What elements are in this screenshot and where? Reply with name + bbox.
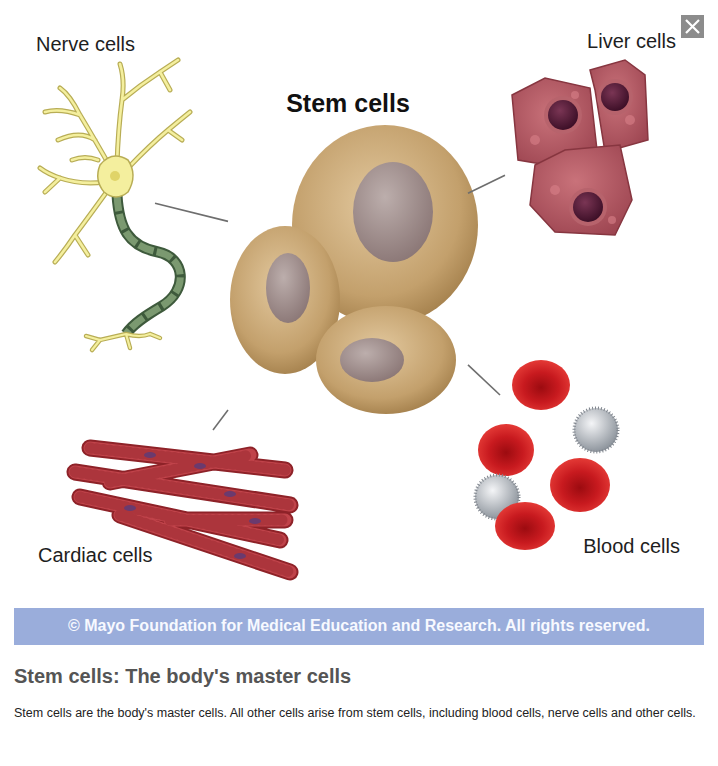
cell-label: Liver cells	[587, 30, 676, 53]
cardiac-cell-drawing-part	[224, 491, 236, 497]
nerve-cell-drawing-part	[110, 171, 120, 181]
blood-cell-group: Blood cells	[495, 395, 685, 565]
leader-line	[468, 175, 505, 193]
leader-line	[155, 203, 228, 221]
nerve-cell-drawing-part	[40, 60, 190, 262]
liver-cell-drawing	[512, 60, 648, 235]
nerve-cell-drawing-part	[117, 195, 180, 334]
cell-label: Nerve cells	[36, 33, 135, 56]
close-icon	[681, 15, 704, 38]
liver-cell-drawing-part	[608, 216, 616, 224]
nerve-cell-drawing-part	[86, 334, 160, 350]
liver-cell-drawing-part	[571, 91, 579, 99]
leader-line	[213, 410, 228, 430]
blood-cell-drawing-part	[574, 408, 618, 452]
nerve-cell-drawing-part	[98, 156, 133, 197]
stem-cell-cluster: Stem cells	[228, 88, 468, 415]
blood-cell-drawing	[475, 360, 618, 550]
liver-cell-drawing-part	[590, 60, 648, 152]
nerve-cell-drawing	[40, 60, 190, 350]
nerve-cell-drawing-part	[40, 60, 190, 262]
stem-cell-drawing-part	[353, 162, 433, 262]
nerve-cell-drawing-part	[86, 334, 160, 350]
liver-cell-group: Liver cells	[505, 28, 685, 235]
liver-cell-drawing-part	[573, 192, 603, 222]
leader-line	[468, 365, 500, 395]
cardiac-cell-drawing-part	[194, 463, 206, 469]
cardiac-cell-drawing-part	[144, 452, 156, 458]
figure-caption: Stem cells are the body's master cells. …	[14, 703, 704, 723]
liver-cell-drawing-part	[530, 145, 632, 235]
liver-cell-drawing-part	[548, 100, 578, 130]
nerve-cell-drawing-part	[117, 195, 180, 334]
close-icon-part	[686, 20, 699, 33]
cell-label: Blood cells	[583, 535, 680, 558]
cell-label: Cardiac cells	[38, 544, 152, 567]
cardiac-cell-drawing-part	[124, 505, 136, 511]
liver-cell-drawing-part	[544, 96, 582, 134]
liver-cell-drawing-part	[569, 188, 607, 226]
stem-cell-drawing	[230, 125, 478, 414]
blood-cell-drawing-part	[478, 424, 534, 476]
blood-cell-drawing-part	[512, 360, 570, 410]
cell-label: Stem cells	[286, 89, 410, 118]
copyright-band: © Mayo Foundation for Medical Education …	[14, 608, 704, 645]
blood-cell-drawing-part	[550, 458, 610, 512]
liver-cell-drawing-part	[530, 135, 540, 145]
liver-cell-drawing-part	[625, 115, 635, 125]
blood-cell-drawing-part	[495, 502, 555, 550]
nerve-cell-group: Nerve cells	[30, 30, 155, 345]
liver-cell-drawing-part	[601, 83, 629, 111]
copyright-text: © Mayo Foundation for Medical Education …	[68, 617, 650, 635]
stem-cell-drawing-part	[316, 306, 456, 414]
cardiac-cell-drawing-part	[249, 518, 261, 524]
close-icon-part	[681, 15, 704, 38]
stem-cell-drawing-part	[340, 338, 404, 382]
liver-cell-drawing-part	[597, 79, 633, 115]
cardiac-cell-group: Cardiac cells	[35, 430, 285, 570]
cardiac-cell-drawing-part	[234, 553, 246, 559]
stem-cell-drawing-part	[266, 253, 310, 323]
figure-title: Stem cells: The body's master cells	[14, 664, 704, 688]
liver-cell-drawing-part	[550, 185, 560, 195]
